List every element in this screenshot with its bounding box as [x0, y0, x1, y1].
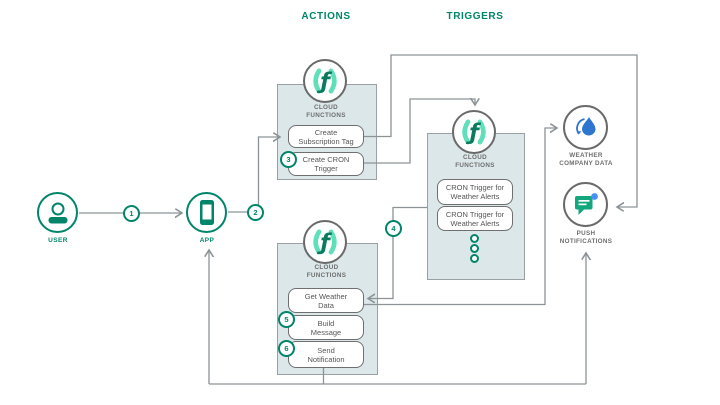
push-notifications-node [563, 182, 608, 227]
weather-company-data-node [563, 105, 608, 150]
step-badge-2: 2 [247, 204, 264, 221]
actions-cloud-functions-node: ƒ [303, 59, 347, 103]
step-badge-1: 1 [123, 205, 140, 222]
action-get-weather-data: Get Weather Data [288, 288, 364, 313]
svg-text:ƒ: ƒ [316, 69, 332, 95]
step-badge-5: 5 [278, 311, 295, 328]
cloud-functions-icon: ƒ [313, 68, 337, 95]
cloud-functions-title: CLOUD FUNCTIONS [306, 264, 347, 279]
weather-drop-icon [575, 116, 595, 135]
wire-cron-to-triggers-cf [362, 99, 475, 164]
trigger-cron-weather-alerts-1: CRON Trigger for Weather Alerts [437, 179, 513, 205]
step-badge-4: 4 [385, 220, 402, 237]
user-node [37, 192, 78, 233]
step-badge-6: 6 [278, 340, 295, 357]
wire-subscription-to-push [362, 54, 638, 207]
cloud-functions-icon: ƒ [462, 119, 486, 146]
trigger-cron-weather-alerts-2: CRON Trigger for Weather Alerts [437, 206, 513, 231]
user-icon [48, 202, 67, 223]
app-icon [199, 199, 214, 225]
step-badge-3: 3 [280, 151, 297, 168]
triggers-header: TRIGGERS [446, 11, 504, 22]
push-notifications-icon [575, 192, 598, 215]
app-label: APP [199, 237, 215, 244]
triggers-cloud-functions-node: ƒ [452, 110, 496, 154]
cloud-functions-title: CLOUD FUNCTIONS [455, 154, 495, 169]
ellipsis-dot [470, 244, 479, 253]
cloud-functions-icon: ƒ [313, 229, 337, 256]
action-create-cron-trigger: Create CRON Trigger [288, 152, 364, 176]
wire-get-weather-to-weather-data [362, 128, 557, 306]
action-send-notification: Send Notification [288, 341, 364, 368]
ellipsis-dot [470, 234, 479, 243]
cloud-functions-title: CLOUD FUNCTIONS [306, 104, 346, 119]
app-node [186, 192, 227, 233]
push-notifications-label: PUSH NOTIFICATIONS [559, 230, 613, 245]
svg-text:ƒ: ƒ [316, 230, 332, 256]
actions-header: ACTIONS [301, 11, 351, 22]
action-build-message: Build Message [288, 315, 364, 340]
ellipsis-dot [470, 254, 479, 263]
sequence-cloud-functions-node: ƒ [303, 220, 347, 264]
user-label: USER [48, 237, 68, 244]
svg-text:ƒ: ƒ [465, 120, 481, 146]
action-create-subscription-tag: Create Subscription Tag [288, 125, 364, 148]
wire-app-to-create-subscription [228, 137, 280, 213]
wire-trigger-to-get-weather [368, 206, 427, 299]
weather-company-data-label: WEATHER COMPANY DATA [559, 152, 613, 167]
